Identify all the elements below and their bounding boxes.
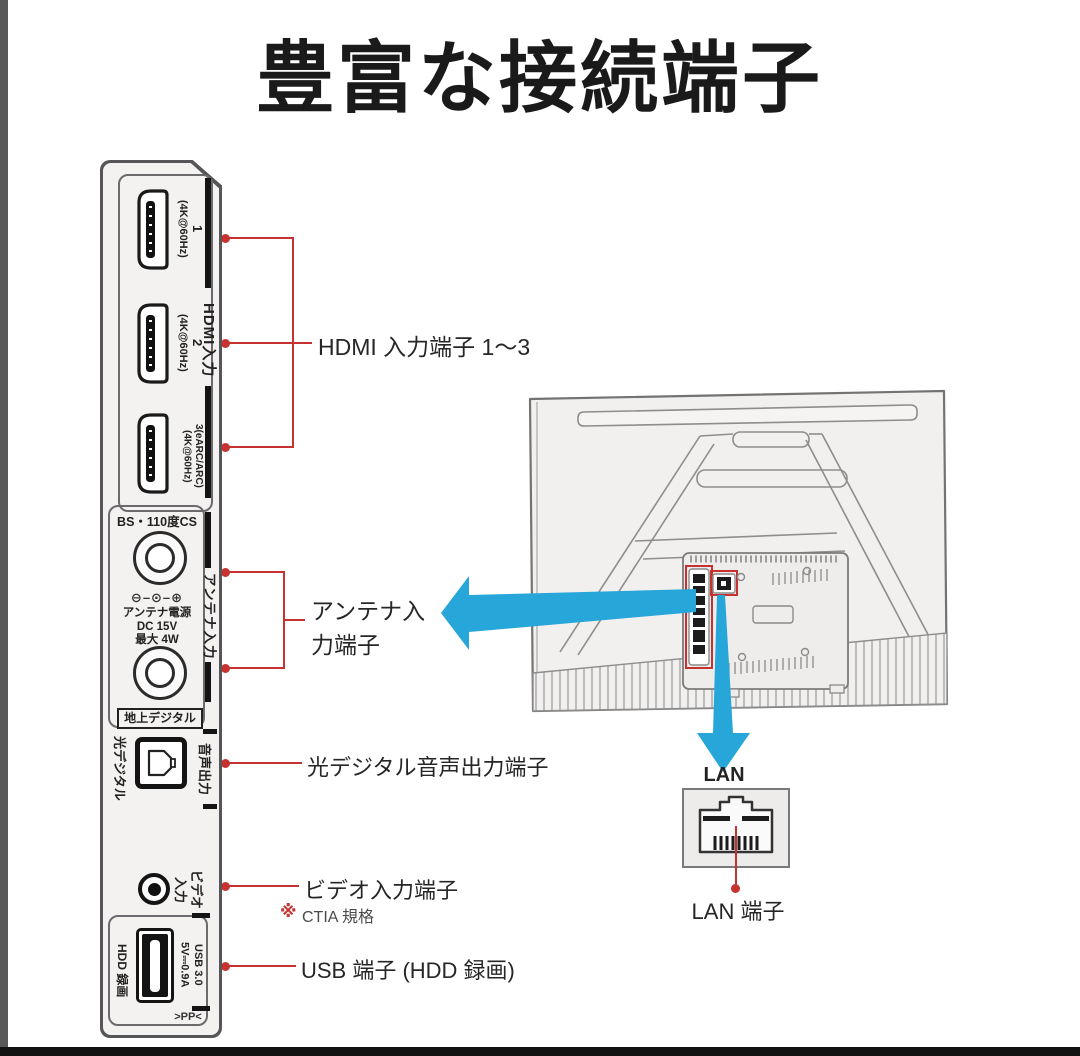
port-strip-highlight xyxy=(685,565,713,669)
hdmi-port-3-label: 3(eARC/ARC) (4K@60Hz) xyxy=(181,424,205,488)
hdmi1-line xyxy=(225,237,294,239)
lan-leader-line xyxy=(735,826,737,886)
antenna2-line xyxy=(225,667,285,669)
hdmi-port-2-label: 2 (4K@60Hz) xyxy=(177,314,205,372)
bs-cs-label: BS・110度CS xyxy=(117,515,197,529)
arrow-left-icon xyxy=(441,576,696,650)
hdmi-port-1-label: 1 (4K@60Hz) xyxy=(177,200,205,258)
left-edge-bar xyxy=(0,0,8,1056)
hdmi-port-3-icon xyxy=(137,413,169,494)
hdmi-port-2-icon xyxy=(137,303,169,384)
video-port-pin xyxy=(147,882,161,896)
antenna-stub xyxy=(283,619,305,621)
video-port-label: ビデオ 入力 xyxy=(172,870,204,910)
arrow-down-icon xyxy=(697,595,750,772)
page-title: 豊富な接続端子 xyxy=(256,34,824,122)
usb-group-box xyxy=(108,915,208,1026)
video-note-text: CTIA 規格 xyxy=(302,909,375,926)
video-callout-label: ビデオ入力端子 xyxy=(304,878,459,903)
usb-port-icon xyxy=(136,928,174,1003)
pp-mark: >PP< xyxy=(174,1011,202,1023)
hdmi3-line xyxy=(225,446,294,448)
usb-bracket-top xyxy=(192,913,210,918)
usb-bracket-bottom xyxy=(192,1006,210,1011)
hdmi-group-box xyxy=(118,174,213,512)
video-port-icon xyxy=(138,873,170,905)
hdmi-port-1-icon xyxy=(137,189,169,270)
terrestrial-label: 地上デジタル xyxy=(117,708,203,729)
connector-panel: HDMI入力 1 (4K@60Hz) 2 (4K@60Hz) 3(eA xyxy=(100,160,222,1038)
usb-port-tongue xyxy=(150,939,160,992)
video-line xyxy=(225,885,299,887)
terrestrial-coax-pin xyxy=(145,658,175,688)
optical-callout-label: 光デジタル音声出力端子 xyxy=(307,755,549,780)
hdmi2-line xyxy=(225,342,294,344)
antenna-callout-line1: アンテナ入 xyxy=(311,598,426,624)
hdmi-bracket-bar-top xyxy=(205,178,211,288)
antenna1-line xyxy=(225,571,285,573)
usb-spec-label: USB 3.0 5V⎓0.9A xyxy=(178,942,204,988)
hdmi-stub xyxy=(292,342,312,344)
hdmi-bracket-bar-bottom xyxy=(205,386,211,498)
hdmi-callout-label: HDMI 入力端子 1～3 xyxy=(318,334,531,360)
antenna-callout-line2: 力端子 xyxy=(311,632,380,658)
hdmi-group-label: HDMI入力 xyxy=(200,302,217,378)
optical-line xyxy=(225,762,302,764)
antenna-power-icon: ⊖–⊙–⊕ xyxy=(130,590,184,605)
usb-callout-label: USB 端子 (HDD 録画) xyxy=(301,958,515,983)
usb-port-cavity xyxy=(142,934,168,997)
hdd-rec-label: HDD 録画 xyxy=(115,944,129,998)
usb-line xyxy=(225,965,296,967)
tv-handle-slot xyxy=(577,404,918,427)
antenna-group-label: アンテナ入力 xyxy=(202,573,217,660)
antenna-bracket-bar-bottom xyxy=(205,662,211,702)
connection-arrows xyxy=(441,576,750,772)
lan-label: LAN xyxy=(703,764,745,786)
rj45-outline xyxy=(698,795,774,854)
bottom-edge-bar xyxy=(0,1047,1080,1056)
lan-terminal-label: LAN 端子 xyxy=(691,899,785,924)
bs-cs-coax-pin xyxy=(145,543,175,573)
antenna-bracket-bar-top xyxy=(205,512,211,568)
audio-bracket-bottom xyxy=(203,804,217,809)
optical-port-icon xyxy=(135,737,187,789)
audio-bracket-top xyxy=(203,729,217,734)
bs-cs-coax-port xyxy=(133,531,187,585)
terrestrial-coax-port xyxy=(133,646,187,700)
video-note-mark: ※ xyxy=(280,902,297,921)
antenna-power-note: アンテナ電源 DC 15V 最大 4W xyxy=(122,607,192,646)
audio-out-label: 音声出力 xyxy=(197,742,212,795)
lan-leader-dot xyxy=(731,884,740,893)
optical-left-label: 光デジタル xyxy=(112,735,127,801)
